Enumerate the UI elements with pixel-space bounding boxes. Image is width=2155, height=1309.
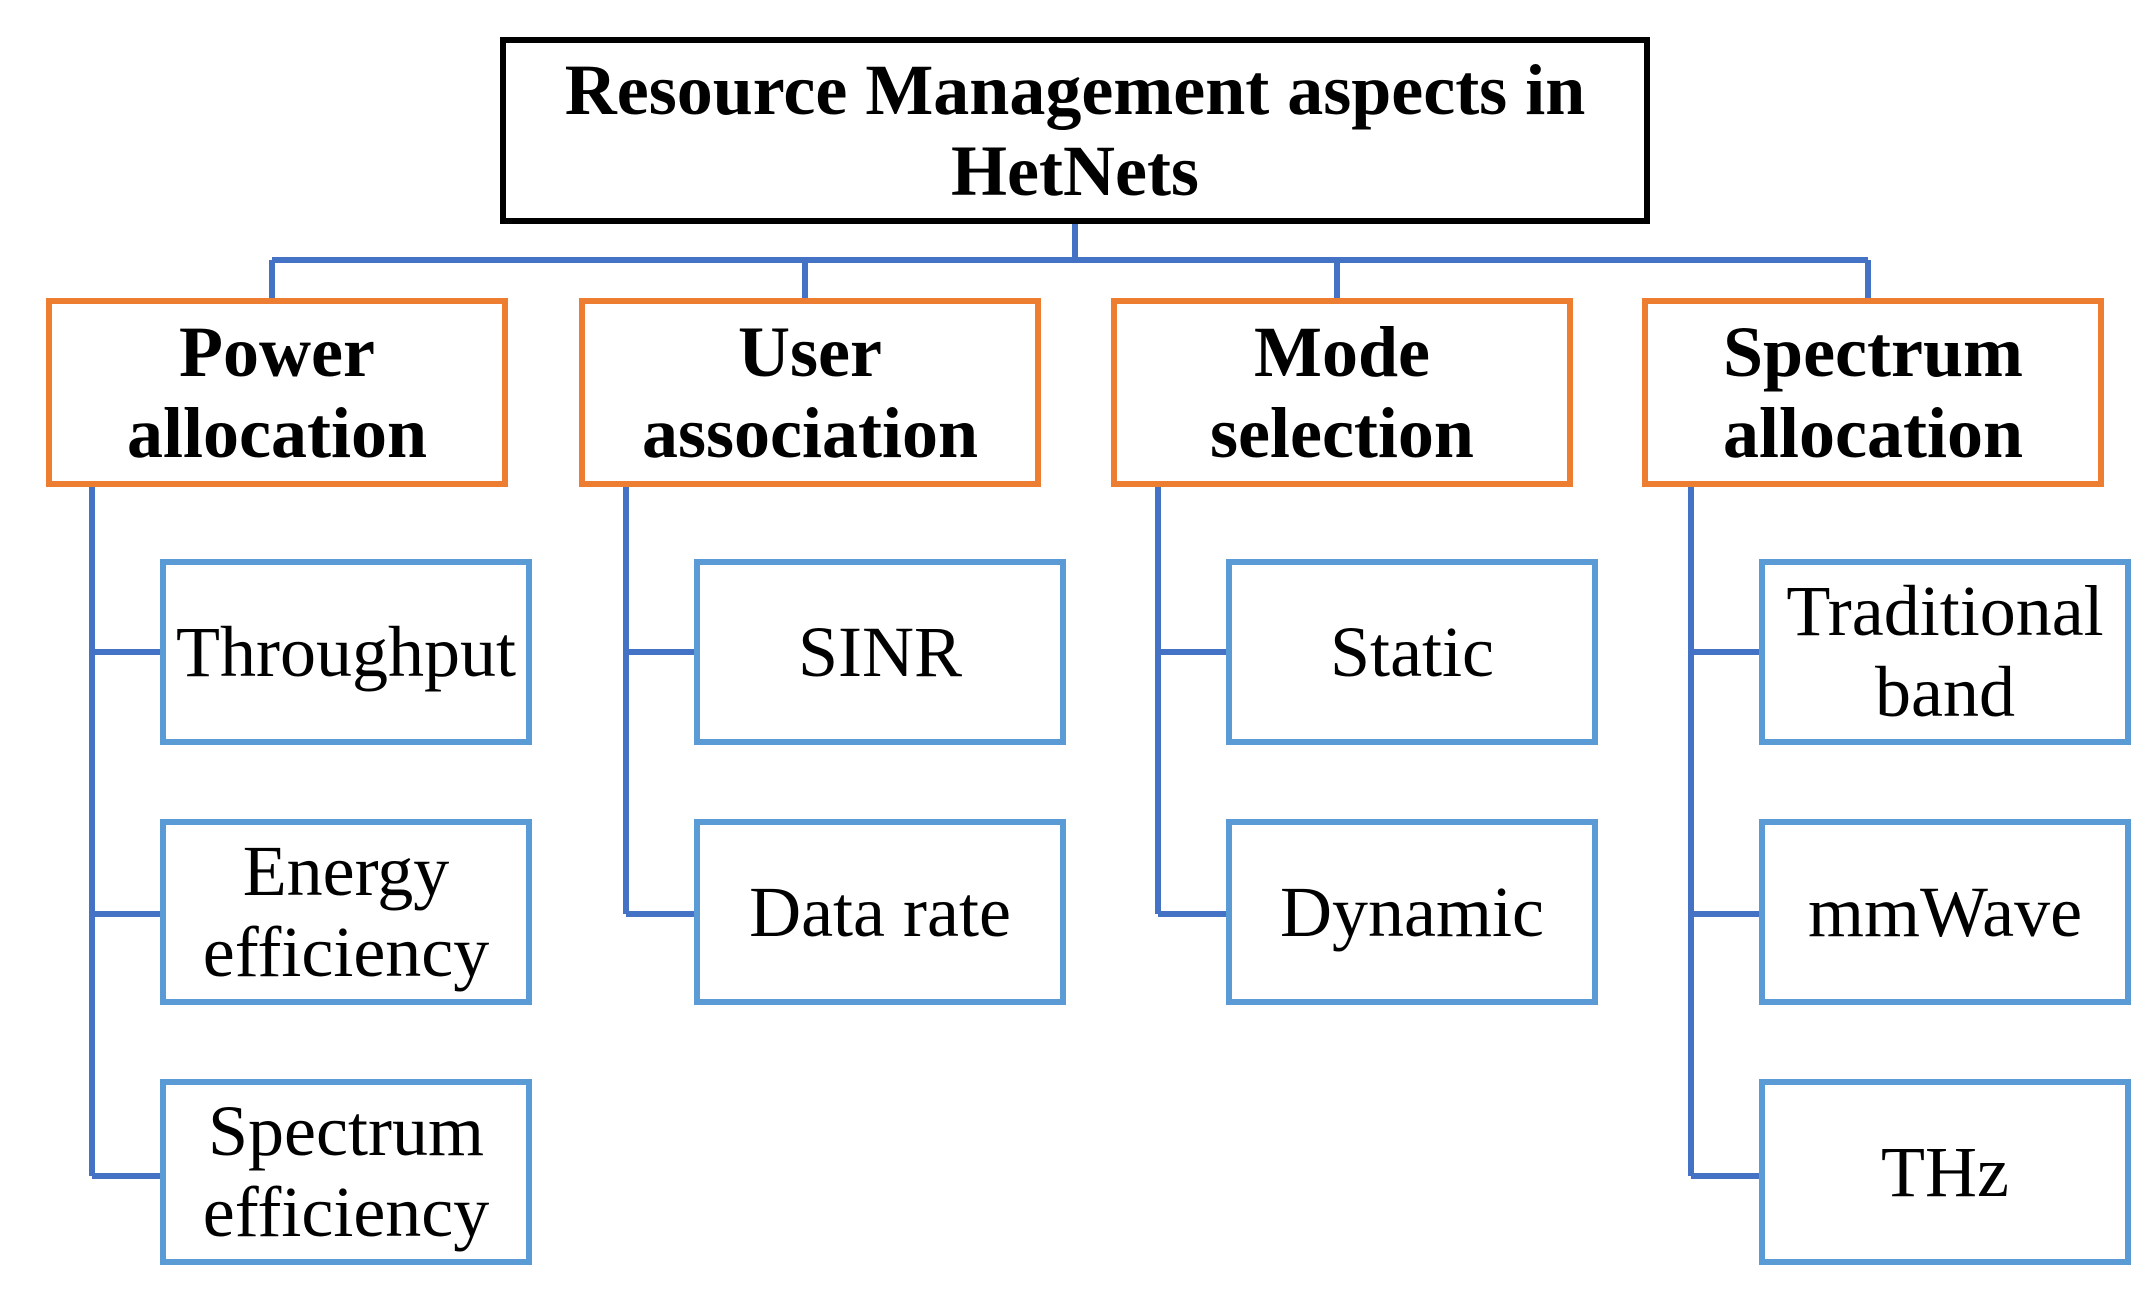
leaf-label: Traditional band xyxy=(1786,571,2104,732)
leaf-label: mmWave xyxy=(1807,871,2083,952)
leaf-mmwave: mmWave xyxy=(1759,819,2131,1005)
category-label: Spectrum allocation xyxy=(1723,311,2023,473)
leaf-label: Data rate xyxy=(749,871,1011,952)
leaf-throughput: Throughput xyxy=(160,559,532,745)
leaf-label: Energy efficiency xyxy=(202,831,490,992)
category-label: Mode selection xyxy=(1210,311,1474,473)
leaf-traditional-band: Traditional band xyxy=(1759,559,2131,745)
leaf-label: Dynamic xyxy=(1280,871,1544,952)
root-label: Resource Management aspects in HetNets xyxy=(564,49,1586,211)
leaf-spectrum-efficiency: Spectrum efficiency xyxy=(160,1079,532,1265)
category-user-association: User association xyxy=(579,298,1041,487)
leaf-label: Static xyxy=(1330,611,1494,692)
category-label: User association xyxy=(641,311,979,473)
category-mode-selection: Mode selection xyxy=(1111,298,1573,487)
category-label: Power allocation xyxy=(127,311,427,473)
leaf-thz: THz xyxy=(1759,1079,2131,1265)
leaf-data-rate: Data rate xyxy=(694,819,1066,1005)
category-spectrum-allocation: Spectrum allocation xyxy=(1642,298,2104,487)
leaf-label: Throughput xyxy=(176,611,516,692)
leaf-sinr: SINR xyxy=(694,559,1066,745)
category-power-allocation: Power allocation xyxy=(46,298,508,487)
leaf-dynamic: Dynamic xyxy=(1226,819,1598,1005)
leaf-label: SINR xyxy=(797,611,963,692)
leaf-label: THz xyxy=(1881,1131,2009,1212)
leaf-label: Spectrum efficiency xyxy=(202,1091,490,1252)
leaf-static: Static xyxy=(1226,559,1598,745)
leaf-energy-efficiency: Energy efficiency xyxy=(160,819,532,1005)
root-node: Resource Management aspects in HetNets xyxy=(500,37,1650,224)
